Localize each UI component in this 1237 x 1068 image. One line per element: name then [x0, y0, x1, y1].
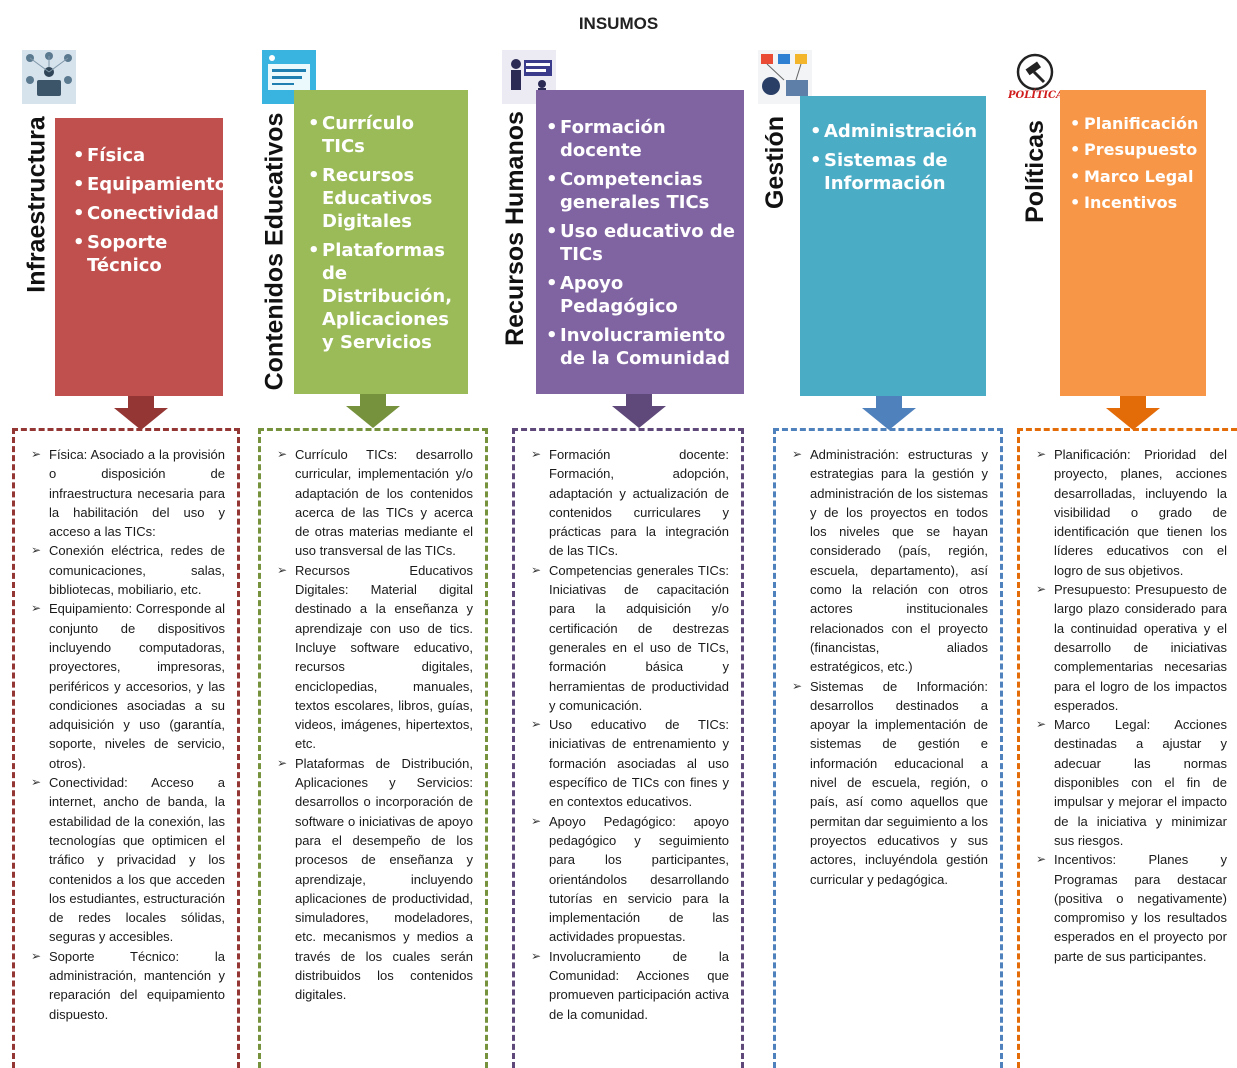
politicas-box: Planificación Presupuesto Marco Legal In…	[1060, 90, 1206, 396]
description-item: Competencias generales TICs: Iniciativas…	[531, 561, 729, 715]
description-item: Administración: estructuras y estrategia…	[792, 445, 988, 677]
description-item: Presupuesto: Presupuesto de largo plazo …	[1036, 580, 1227, 715]
column-label-gestion: Gestión	[761, 115, 790, 209]
description-item: Currículo TICs: desarrollo curricular, i…	[277, 445, 473, 561]
description-item: Involucramiento de la Comunidad: Accione…	[531, 947, 729, 1024]
description-item: Conectividad: Acceso a internet, ancho d…	[31, 773, 225, 947]
gestion-box: Administración Sistemas de Información	[800, 96, 986, 396]
politicas-item: Incentivos	[1070, 193, 1202, 214]
contenidos-item: Recursos Educativos Digitales	[308, 164, 462, 233]
infraestructura-box: Física Equipamiento Conectividad Soporte…	[55, 118, 227, 396]
management-icon	[758, 50, 812, 104]
infraestructura-item: Conectividad	[73, 202, 219, 225]
column-label-recursos-humanos: Recursos Humanos	[500, 110, 529, 346]
description-item: Planificación: Prioridad del proyecto, p…	[1036, 445, 1227, 580]
description-item: Física: Asociado a la provisión o dispos…	[31, 445, 225, 541]
infraestructura-item: Física	[73, 144, 217, 167]
politicas-item: Planificación	[1070, 114, 1202, 135]
recursos-humanos-item: Competencias generales TICs	[546, 168, 738, 214]
gestion-item: Sistemas de Información	[810, 149, 980, 195]
description-item: Uso educativo de TICs: iniciativas de en…	[531, 715, 729, 811]
politicas-item: Presupuesto	[1070, 140, 1202, 161]
description-item: Sistemas de Información: desarrollos des…	[792, 677, 988, 889]
politicas-icon-text: POLÍTICAS	[1008, 90, 1062, 101]
recursos-humanos-item: Formación docente	[546, 116, 738, 162]
arrow-down-icon	[1106, 396, 1160, 430]
description-item: Formación docente: Formación, adopción, …	[531, 445, 729, 561]
description-item: Marco Legal: Acciones destinadas a ajust…	[1036, 715, 1227, 850]
diagram-title: INSUMOS	[578, 14, 659, 33]
recursos-humanos-item: Apoyo Pedagógico	[546, 272, 738, 318]
infraestructura-item: Equipamiento	[73, 173, 227, 196]
contenidos-box: Currículo TICs Recursos Educativos Digit…	[294, 90, 468, 394]
recursos-humanos-item: Involucramiento de la Comunidad	[546, 324, 738, 370]
description-item: Equipamiento: Corresponde al conjunto de…	[31, 599, 225, 773]
arrow-down-icon	[114, 396, 168, 430]
description-item: Plataformas de Distribución, Aplicacione…	[277, 754, 473, 1005]
arrow-down-icon	[346, 394, 400, 428]
contenidos-description: Currículo TICs: desarrollo curricular, i…	[258, 428, 488, 1068]
infraestructura-item: Soporte Técnico	[73, 231, 217, 277]
description-item: Apoyo Pedagógico: apoyo pedagógico y seg…	[531, 812, 729, 947]
recursos-humanos-description: Formación docente: Formación, adopción, …	[512, 428, 744, 1068]
column-label-infraestructura: Infraestructura	[22, 115, 51, 293]
column-label-politicas: Políticas	[1020, 119, 1049, 223]
recursos-humanos-item: Uso educativo de TICs	[546, 220, 738, 266]
infraestructura-description: Física: Asociado a la provisión o dispos…	[12, 428, 240, 1068]
contenidos-item: Plataformas de Distribución, Aplicacione…	[308, 239, 462, 354]
human-resources-icon	[502, 50, 556, 104]
people-network-icon	[22, 50, 76, 104]
politicas-description: Planificación: Prioridad del proyecto, p…	[1017, 428, 1237, 1068]
arrow-down-icon	[862, 396, 916, 430]
gavel-icon: POLÍTICAS	[1008, 50, 1062, 104]
gestion-item: Administración	[810, 120, 980, 143]
description-item: Conexión eléctrica, redes de comunicacio…	[31, 541, 225, 599]
contenidos-item: Currículo TICs	[308, 112, 462, 158]
description-item: Recursos Educativos Digitales: Material …	[277, 561, 473, 754]
arrow-down-icon	[612, 394, 666, 428]
politicas-item: Marco Legal	[1070, 167, 1202, 188]
description-item: Incentivos: Planes y Programas para dest…	[1036, 850, 1227, 966]
recursos-humanos-box: Formación docente Competencias generales…	[536, 90, 744, 394]
description-item: Soporte Técnico: la administración, mant…	[31, 947, 225, 1024]
column-label-contenidos-educativos: Contenidos Educativos	[260, 112, 289, 390]
gestion-description: Administración: estructuras y estrategia…	[773, 428, 1003, 1068]
